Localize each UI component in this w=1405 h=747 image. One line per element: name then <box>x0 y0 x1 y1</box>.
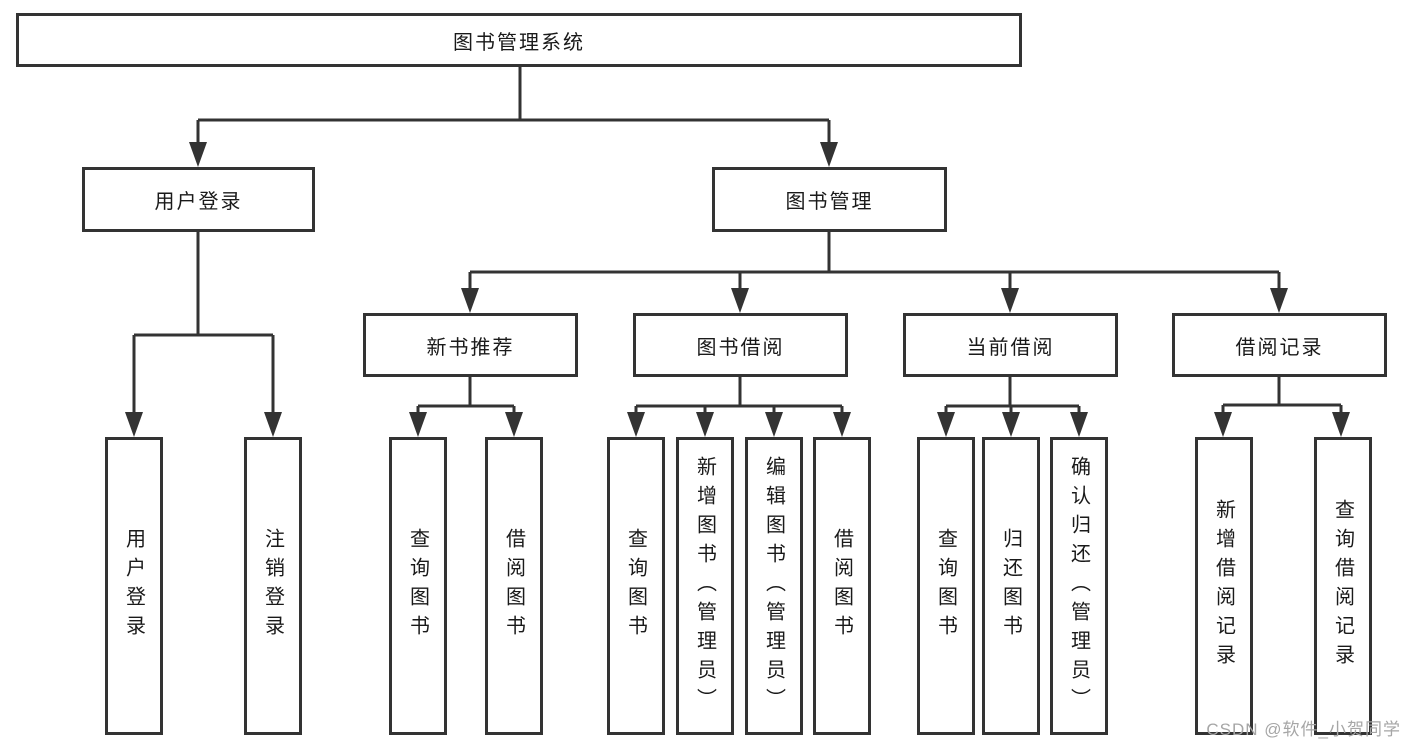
leaf-recommend-query-books: 查询图书 <box>389 437 447 735</box>
leaf-borrow-books: 借阅图书 <box>813 437 871 735</box>
leaf-confirm-return-admin: 确认归还（管理员） <box>1050 437 1108 735</box>
leaf-recommend-borrow-books-label: 借阅图书 <box>502 528 525 644</box>
node-new-book-recommend-label: 新书推荐 <box>426 336 515 359</box>
leaf-logout: 注销登录 <box>244 437 302 735</box>
node-book-borrow: 图书借阅 <box>633 313 848 377</box>
leaf-borrow-books-label: 借阅图书 <box>830 528 853 644</box>
node-book-borrow-label: 图书借阅 <box>696 336 785 359</box>
node-root-label: 图书管理系统 <box>453 31 585 54</box>
leaf-edit-books-admin: 编辑图书（管理员） <box>745 437 803 735</box>
csdn-watermark: CSDN @软件_小贺同学 <box>1206 720 1401 739</box>
node-current-borrow-label: 当前借阅 <box>966 336 1055 359</box>
leaf-add-books-admin: 新增图书（管理员） <box>676 437 734 735</box>
leaf-logout-label: 注销登录 <box>261 528 284 644</box>
leaf-confirm-return-admin-label: 确认归还（管理员） <box>1067 455 1090 717</box>
leaf-user-login: 用户登录 <box>105 437 163 735</box>
node-book-management-branch: 图书管理 <box>712 167 947 232</box>
node-borrow-records: 借阅记录 <box>1172 313 1387 377</box>
node-current-borrow: 当前借阅 <box>903 313 1118 377</box>
node-user-login-branch-label: 用户登录 <box>154 191 243 213</box>
leaf-edit-books-admin-label: 编辑图书（管理员） <box>762 455 785 717</box>
arrowheads <box>125 142 1350 437</box>
node-new-book-recommend: 新书推荐 <box>363 313 578 377</box>
leaf-recommend-query-books-label: 查询图书 <box>406 528 429 644</box>
node-borrow-records-label: 借阅记录 <box>1235 336 1324 359</box>
leaf-query-borrow-record-label: 查询借阅记录 <box>1331 499 1354 673</box>
leaf-borrow-query-books: 查询图书 <box>607 437 665 735</box>
leaf-current-query-books: 查询图书 <box>917 437 975 735</box>
leaf-add-borrow-record-label: 新增借阅记录 <box>1212 499 1235 673</box>
leaf-borrow-query-books-label: 查询图书 <box>624 528 647 644</box>
leaf-add-books-admin-label: 新增图书（管理员） <box>693 455 716 717</box>
connector-stems <box>132 67 1343 416</box>
node-root-library-system: 图书管理系统 <box>16 13 1022 67</box>
node-user-login-branch: 用户登录 <box>82 167 315 232</box>
leaf-return-books: 归还图书 <box>982 437 1040 735</box>
leaf-current-query-books-label: 查询图书 <box>934 528 957 644</box>
node-book-management-branch-label: 图书管理 <box>785 191 874 213</box>
leaf-user-login-label: 用户登录 <box>122 528 145 644</box>
leaf-query-borrow-record: 查询借阅记录 <box>1314 437 1372 735</box>
leaf-add-borrow-record: 新增借阅记录 <box>1195 437 1253 735</box>
leaf-return-books-label: 归还图书 <box>999 528 1022 644</box>
leaf-recommend-borrow-books: 借阅图书 <box>485 437 543 735</box>
